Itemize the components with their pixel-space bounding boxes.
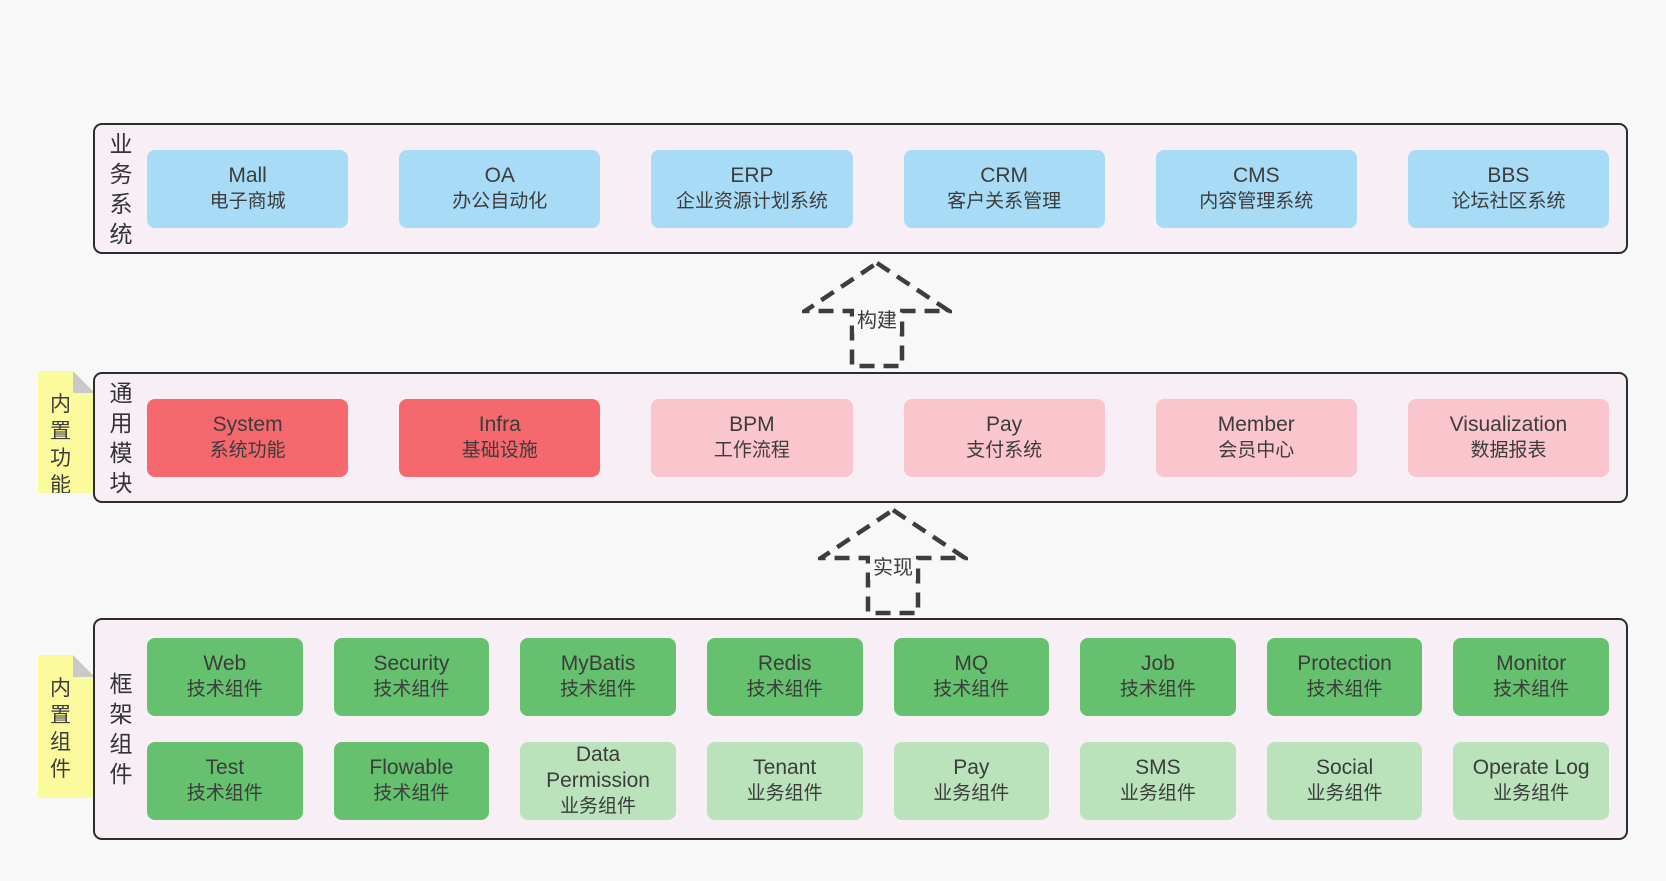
web-box: Web 技术组件 [147,638,303,716]
sticky-note-builtin-features: 内置功能 [38,371,95,493]
pay-component-box: Pay 业务组件 [893,742,1050,820]
bbs-box: BBS 论坛社区系统 [1407,149,1610,228]
panel-label-common-modules: 通用模块 [109,379,133,496]
components-row-2: Test 技术组件 Flowable 技术组件 Data Permission … [147,742,1609,820]
mybatis-box: MyBatis 技术组件 [520,638,676,716]
framework-components-panel: 框架组件 Web 技术组件 Security 技术组件 MyBatis 技术组件… [93,618,1628,840]
security-box: Security 技术组件 [333,638,490,716]
flowable-box: Flowable 技术组件 [333,742,490,820]
bpm-box: BPM 工作流程 [651,398,853,477]
redis-box: Redis 技术组件 [706,638,863,716]
common-modules-row: System 系统功能 Infra 基础设施 BPM 工作流程 Pay 支付系统… [147,398,1626,477]
sms-box: SMS 业务组件 [1080,742,1236,820]
panel-label-framework-components: 框架组件 [109,671,133,787]
data-permission-box: Data Permission 业务组件 [520,742,676,820]
business-systems-panel: 业务系统 Mall 电子商城 OA 办公自动化 ERP 企业资源计划系统 CRM… [93,123,1628,254]
erp-box: ERP 企业资源计划系统 [651,149,853,228]
operate-log-box: Operate Log 业务组件 [1453,742,1609,820]
common-modules-panel: 通用模块 System 系统功能 Infra 基础设施 BPM 工作流程 Pay… [93,372,1628,503]
test-box: Test 技术组件 [147,742,303,820]
components-row-1: Web 技术组件 Security 技术组件 MyBatis 技术组件 Redi… [147,638,1609,716]
panel-label-business-systems: 业务系统 [109,130,133,247]
tenant-box: Tenant 业务组件 [706,742,863,820]
social-box: Social 业务组件 [1266,742,1423,820]
infra-box: Infra 基础设施 [399,398,601,477]
visualization-box: Visualization 数据报表 [1407,398,1610,477]
system-box: System 系统功能 [147,398,349,477]
protection-box: Protection 技术组件 [1266,638,1423,716]
framework-components-rows: Web 技术组件 Security 技术组件 MyBatis 技术组件 Redi… [147,638,1626,820]
oa-box: OA 办公自动化 [399,149,601,228]
business-systems-row: Mall 电子商城 OA 办公自动化 ERP 企业资源计划系统 CRM 客户关系… [147,149,1626,228]
build-arrow-label: 构建 [854,304,900,333]
sticky-note-label: 内置组件 [50,677,71,781]
member-box: Member 会员中心 [1155,398,1357,477]
monitor-box: Monitor 技术组件 [1453,638,1609,716]
job-box: Job 技术组件 [1080,638,1236,716]
pay-module-box: Pay 支付系统 [903,398,1105,477]
sticky-note-label: 内置功能 [50,393,71,497]
build-arrow: 构建 [802,258,952,370]
implement-arrow-label: 实现 [870,551,916,580]
implement-arrow: 实现 [818,505,968,617]
cms-box: CMS 内容管理系统 [1155,149,1357,228]
mq-box: MQ 技术组件 [893,638,1050,716]
sticky-note-builtin-components: 内置组件 [38,655,95,798]
mall-box: Mall 电子商城 [147,149,349,228]
crm-box: CRM 客户关系管理 [903,149,1105,228]
